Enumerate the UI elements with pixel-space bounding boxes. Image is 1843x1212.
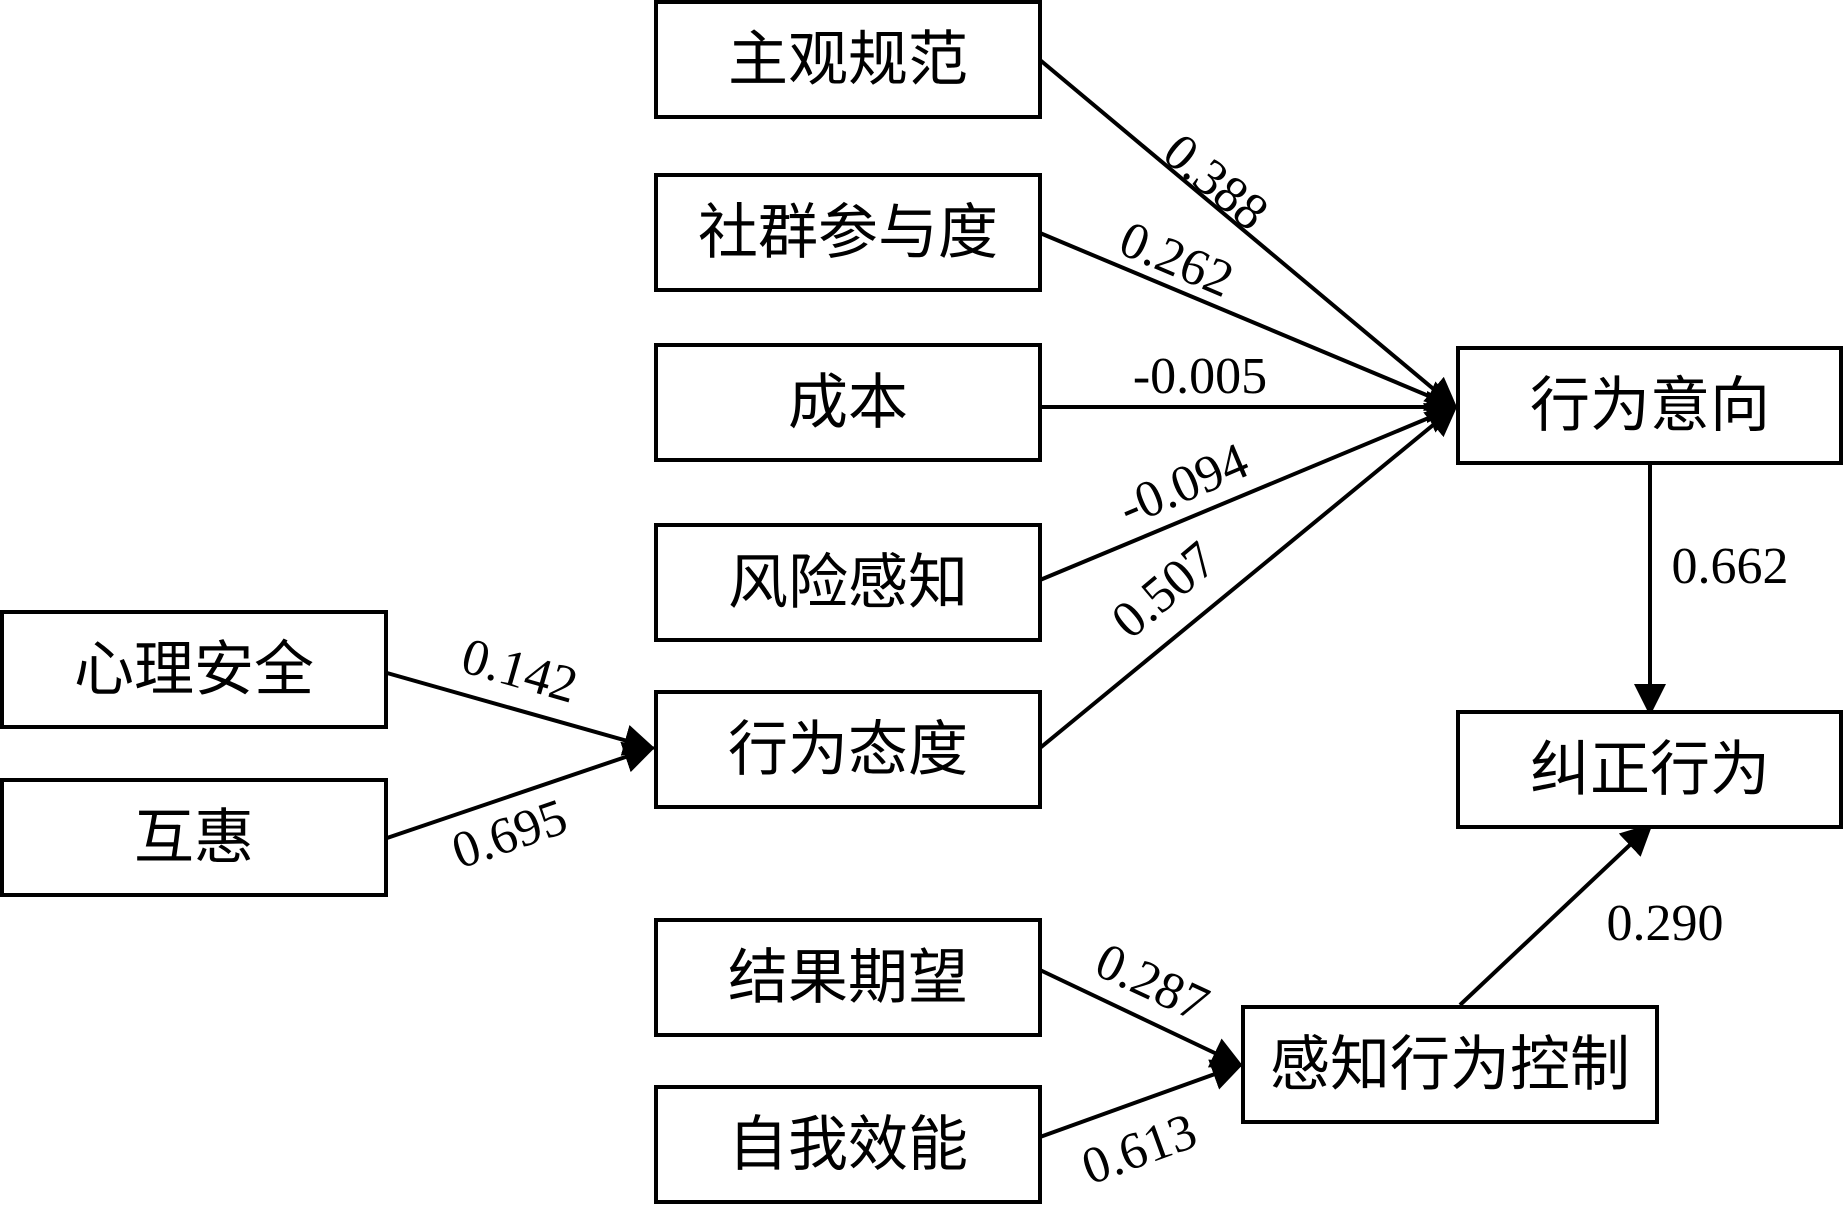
edge-risk-to-intention — [1039, 403, 1459, 582]
node-subjective-norm: 主观规范 — [654, 0, 1042, 119]
edge-label-attitude: 0.507 — [1101, 531, 1227, 650]
edge-label-community: 0.262 — [1111, 211, 1241, 309]
node-label-reciprocity: 互惠 — [134, 803, 254, 873]
edge-subjective-norm-to-intention — [1038, 58, 1459, 410]
edge-outcome-to-control — [1039, 968, 1244, 1068]
node-label-behavior-attitude: 行为态度 — [728, 715, 968, 785]
edge-control-to-correction — [1458, 823, 1653, 1007]
edge-community-to-intention — [1039, 231, 1459, 411]
node-self-efficacy: 自我效能 — [654, 1085, 1042, 1204]
node-correction-behavior: 纠正行为 — [1456, 710, 1843, 829]
edge-label-intention-correction: 0.662 — [1672, 538, 1789, 595]
node-label-community-participation: 社群参与度 — [698, 198, 998, 268]
node-perceived-behavior-control: 感知行为控制 — [1241, 1005, 1659, 1124]
node-reciprocity: 互惠 — [0, 778, 388, 897]
node-label-behavior-intention: 行为意向 — [1530, 371, 1770, 441]
node-label-psychological-safety: 心理安全 — [74, 635, 314, 705]
edges — [386, 58, 1666, 1139]
node-behavior-attitude: 行为态度 — [654, 690, 1042, 809]
node-label-subjective-norm: 主观规范 — [728, 25, 968, 95]
edge-label-subjective-norm: 0.388 — [1152, 123, 1278, 242]
edge-reciprocity-to-attitude — [386, 741, 656, 840]
edge-psych-safety-to-attitude — [386, 671, 656, 756]
node-label-cost: 成本 — [788, 368, 908, 438]
node-outcome-expectation: 结果期望 — [654, 918, 1042, 1037]
node-label-perceived-behavior-control: 感知行为控制 — [1270, 1030, 1630, 1100]
edge-label-reciprocity: 0.695 — [445, 788, 574, 880]
node-cost: 成本 — [654, 343, 1042, 462]
node-label-outcome-expectation: 结果期望 — [728, 943, 968, 1013]
node-label-risk-perception: 风险感知 — [728, 548, 968, 618]
node-label-correction-behavior: 纠正行为 — [1530, 735, 1770, 805]
node-psychological-safety: 心理安全 — [0, 610, 388, 729]
edge-label-outcome: 0.287 — [1087, 932, 1217, 1033]
edge-efficacy-to-control — [1039, 1059, 1244, 1139]
edge-label-psych-safety: 0.142 — [455, 628, 583, 715]
node-label-self-efficacy: 自我效能 — [728, 1110, 968, 1180]
edge-label-control-correction: 0.290 — [1607, 895, 1724, 952]
edge-attitude-to-intention — [1038, 404, 1459, 750]
node-risk-perception: 风险感知 — [654, 523, 1042, 642]
node-behavior-intention: 行为意向 — [1456, 346, 1843, 465]
node-community-participation: 社群参与度 — [654, 173, 1042, 292]
edge-label-cost: -0.005 — [1133, 348, 1267, 405]
